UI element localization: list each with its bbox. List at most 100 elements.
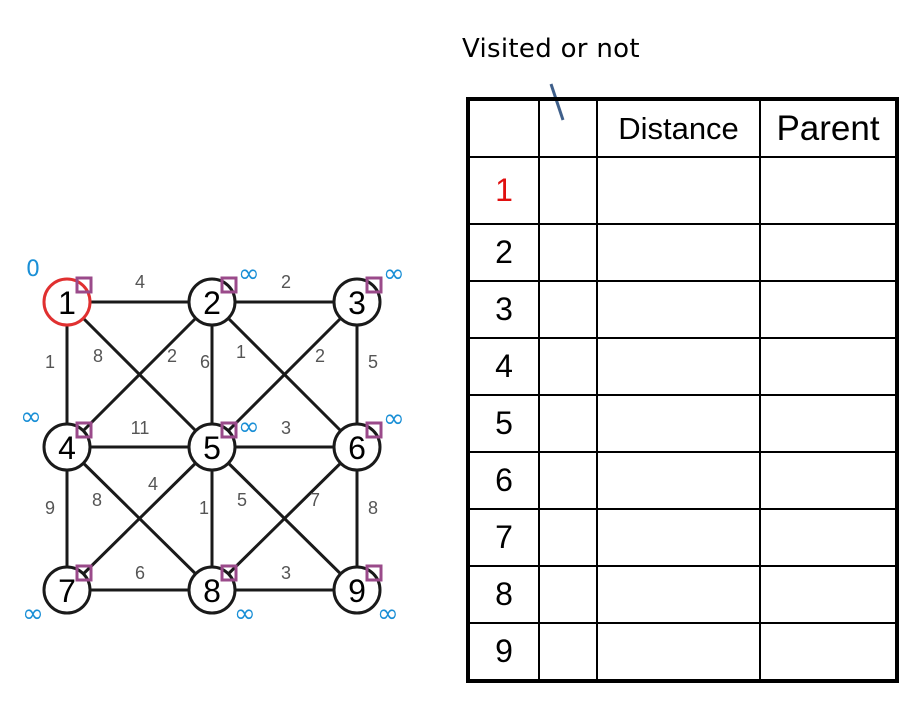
distance-cell[interactable] bbox=[596, 223, 761, 282]
node-4-label: 4 bbox=[58, 430, 76, 466]
edge-weight-label: 3 bbox=[281, 418, 291, 438]
edge-weight-label: 1 bbox=[236, 342, 246, 362]
node-5-label: 5 bbox=[203, 430, 221, 466]
edge-weight-label: 5 bbox=[368, 352, 378, 372]
node-1-label: 1 bbox=[58, 285, 76, 321]
visited-cell[interactable] bbox=[538, 280, 598, 339]
edge-weight-label: 8 bbox=[93, 346, 103, 366]
header-parent-cell: Parent bbox=[759, 98, 898, 158]
edge-weight-label: 6 bbox=[135, 563, 145, 583]
table-row: 3 bbox=[467, 280, 898, 339]
node-id-cell: 6 bbox=[467, 451, 540, 510]
visited-or-not-label: Visited or not bbox=[462, 34, 640, 64]
visited-box-icon bbox=[220, 421, 238, 439]
visited-box-icon bbox=[365, 564, 383, 582]
visited-box-icon bbox=[365, 421, 383, 439]
table-row: 7 bbox=[467, 508, 898, 567]
node-2-distance: ∞ bbox=[238, 259, 260, 289]
node-8-distance: ∞ bbox=[234, 599, 256, 629]
node-id-cell: 7 bbox=[467, 508, 540, 567]
parent-cell[interactable] bbox=[759, 280, 898, 339]
distance-cell[interactable] bbox=[596, 280, 761, 339]
node-5-distance: ∞ bbox=[238, 412, 260, 442]
table-header-row: Distance Parent bbox=[467, 98, 898, 158]
visited-box-icon bbox=[75, 421, 93, 439]
distance-cell[interactable] bbox=[596, 565, 761, 624]
visited-box-icon bbox=[365, 276, 383, 294]
distance-cell[interactable] bbox=[596, 451, 761, 510]
table-row: 9 bbox=[467, 622, 898, 682]
edge-weight-label: 1 bbox=[199, 498, 209, 518]
node-id-cell: 1 bbox=[467, 156, 540, 225]
edge-weight-label: 2 bbox=[315, 346, 325, 366]
edge-weight-label: 1 bbox=[45, 352, 55, 372]
node-6-label: 6 bbox=[348, 430, 366, 466]
visited-cell[interactable] bbox=[538, 223, 598, 282]
header-node-cell bbox=[467, 98, 540, 158]
node-3-label: 3 bbox=[348, 285, 366, 321]
node-3-distance: ∞ bbox=[383, 259, 405, 289]
parent-cell[interactable] bbox=[759, 394, 898, 453]
parent-cell[interactable] bbox=[759, 565, 898, 624]
visited-cell[interactable] bbox=[538, 394, 598, 453]
table-row: 6 bbox=[467, 451, 898, 510]
parent-cell[interactable] bbox=[759, 451, 898, 510]
edge-weight-label: 8 bbox=[92, 490, 102, 510]
visited-cell[interactable] bbox=[538, 337, 598, 396]
edge-weight-label: 9 bbox=[45, 498, 55, 518]
edge-weight-label: 6 bbox=[200, 352, 210, 372]
edge-weight-label: 11 bbox=[131, 418, 150, 438]
node-8-label: 8 bbox=[203, 573, 221, 609]
node-id-cell: 8 bbox=[467, 565, 540, 624]
table-row: 4 bbox=[467, 337, 898, 396]
visited-box-icon bbox=[220, 564, 238, 582]
distance-cell[interactable] bbox=[596, 394, 761, 453]
edge-weight-label: 4 bbox=[148, 474, 158, 494]
header-distance-cell: Distance bbox=[596, 98, 761, 158]
node-id-cell: 3 bbox=[467, 280, 540, 339]
node-id-cell: 5 bbox=[467, 394, 540, 453]
edge-weight-label: 4 bbox=[135, 272, 145, 292]
node-id-cell: 2 bbox=[467, 223, 540, 282]
table-row: 5 bbox=[467, 394, 898, 453]
edge-weight-label: 3 bbox=[281, 563, 291, 583]
visited-cell[interactable] bbox=[538, 565, 598, 624]
node-2-label: 2 bbox=[203, 285, 221, 321]
node-7-label: 7 bbox=[58, 573, 76, 609]
edge-weight-label: 8 bbox=[368, 498, 378, 518]
visited-cell[interactable] bbox=[538, 508, 598, 567]
edge-weight-label: 7 bbox=[310, 490, 320, 510]
node-4-distance: ∞ bbox=[20, 402, 42, 432]
visited-cell[interactable] bbox=[538, 622, 598, 682]
visited-box-icon bbox=[75, 276, 93, 294]
distance-cell[interactable] bbox=[596, 337, 761, 396]
parent-cell[interactable] bbox=[759, 223, 898, 282]
visited-box-icon bbox=[75, 564, 93, 582]
distance-cell[interactable] bbox=[596, 156, 761, 225]
node-6-distance: ∞ bbox=[383, 404, 405, 434]
visited-cell[interactable] bbox=[538, 451, 598, 510]
table-row: 1 bbox=[467, 156, 898, 225]
table-row: 8 bbox=[467, 565, 898, 624]
parent-cell[interactable] bbox=[759, 156, 898, 225]
parent-cell[interactable] bbox=[759, 508, 898, 567]
edge-weight-label: 2 bbox=[281, 272, 291, 292]
node-9-label: 9 bbox=[348, 573, 366, 609]
node-id-cell: 4 bbox=[467, 337, 540, 396]
node-9-distance: ∞ bbox=[377, 599, 399, 629]
dijkstra-table: Distance Parent 1 2 3 4 5 6 7 bbox=[466, 97, 899, 683]
edge-weight-label: 2 bbox=[167, 346, 177, 366]
distance-cell[interactable] bbox=[596, 622, 761, 682]
distance-cell[interactable] bbox=[596, 508, 761, 567]
parent-cell[interactable] bbox=[759, 337, 898, 396]
edge-weight-label: 5 bbox=[237, 490, 247, 510]
table-row: 2 bbox=[467, 223, 898, 282]
node-id-cell: 9 bbox=[467, 622, 540, 682]
visited-box-icon bbox=[220, 276, 238, 294]
node-7-distance: ∞ bbox=[22, 599, 44, 629]
visited-cell[interactable] bbox=[538, 156, 598, 225]
header-visited-cell bbox=[538, 98, 598, 158]
parent-cell[interactable] bbox=[759, 622, 898, 682]
node-1-distance: 0 bbox=[26, 257, 40, 282]
